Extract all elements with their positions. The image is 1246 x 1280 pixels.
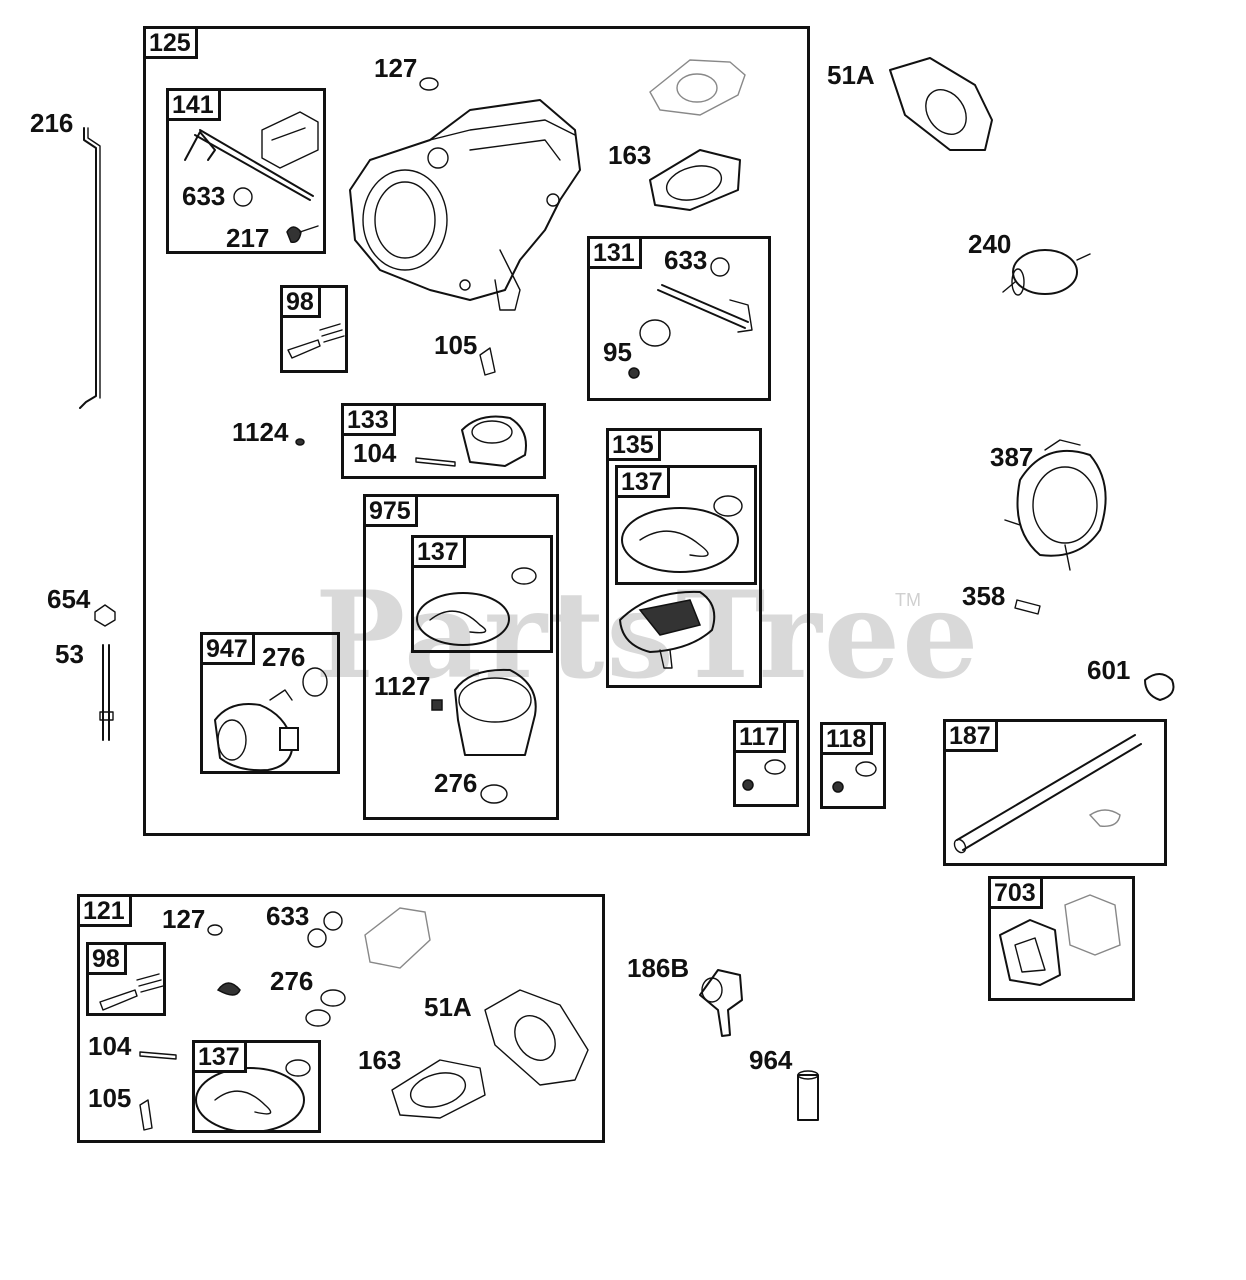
label-1127: 1127 bbox=[374, 671, 431, 701]
label-601: 601 bbox=[1087, 655, 1131, 685]
nut-654-drawing bbox=[94, 604, 116, 627]
box-121-label: 121 bbox=[80, 897, 132, 927]
rod-216-drawing bbox=[79, 127, 97, 409]
label-633-kit: 633 bbox=[266, 901, 310, 931]
label-276-kit: 276 bbox=[270, 966, 314, 996]
box-947-label: 947 bbox=[203, 635, 255, 665]
gasket-51a-drawing bbox=[889, 57, 993, 151]
tube-964-drawing bbox=[797, 1074, 819, 1121]
box-131: 131 bbox=[587, 236, 771, 401]
shutoff-valve-186b-drawing bbox=[699, 969, 743, 1037]
label-53: 53 bbox=[55, 639, 84, 669]
label-964: 964 bbox=[749, 1045, 793, 1075]
box-137-in-135: 137 bbox=[615, 465, 757, 585]
box-98-top-label: 98 bbox=[283, 288, 321, 318]
label-95: 95 bbox=[603, 337, 632, 367]
label-104-kit: 104 bbox=[88, 1031, 132, 1061]
box-187: 187 bbox=[943, 719, 1167, 866]
box-137-in-975: 137 bbox=[411, 535, 553, 653]
label-387: 387 bbox=[990, 442, 1034, 472]
watermark-trademark: TM bbox=[895, 590, 921, 610]
label-358: 358 bbox=[962, 581, 1006, 611]
box-117: 117 bbox=[733, 720, 799, 807]
label-105-kit: 105 bbox=[88, 1083, 132, 1113]
box-141: 141 bbox=[166, 88, 326, 254]
box-137-kit-label: 137 bbox=[195, 1043, 247, 1073]
label-217: 217 bbox=[226, 223, 270, 253]
box-98-top: 98 bbox=[280, 285, 348, 373]
label-51a-kit: 51A bbox=[424, 992, 472, 1022]
box-137-kit: 137 bbox=[192, 1040, 321, 1133]
box-135: 135 bbox=[606, 428, 762, 688]
label-240: 240 bbox=[968, 229, 1012, 259]
label-104-top: 104 bbox=[353, 438, 397, 468]
box-703: 703 bbox=[988, 876, 1135, 1001]
box-187-label: 187 bbox=[946, 722, 998, 752]
label-127-top: 127 bbox=[374, 53, 418, 83]
label-654: 654 bbox=[47, 584, 91, 614]
box-133: 133 bbox=[341, 403, 546, 479]
box-141-label: 141 bbox=[169, 91, 221, 121]
label-163-kit: 163 bbox=[358, 1045, 402, 1075]
box-118-label: 118 bbox=[823, 725, 874, 755]
screw-358-drawing bbox=[1014, 599, 1041, 615]
box-121: 121 bbox=[77, 894, 605, 1143]
clamp-601-drawing bbox=[1144, 673, 1175, 701]
label-276-a: 276 bbox=[262, 642, 306, 672]
label-163-top: 163 bbox=[608, 140, 652, 170]
label-105-top: 105 bbox=[434, 330, 478, 360]
label-216: 216 bbox=[30, 108, 74, 138]
box-137-in-975-label: 137 bbox=[414, 538, 466, 568]
label-633-a: 633 bbox=[182, 181, 226, 211]
box-125: 125 bbox=[143, 26, 810, 836]
box-133-label: 133 bbox=[344, 406, 396, 436]
box-137-in-135-label: 137 bbox=[618, 468, 670, 498]
label-633-b: 633 bbox=[664, 245, 708, 275]
box-125-label: 125 bbox=[146, 29, 198, 59]
box-703-label: 703 bbox=[991, 879, 1043, 909]
label-186b: 186B bbox=[627, 953, 690, 983]
box-947: 947 bbox=[200, 632, 340, 774]
label-1124: 1124 bbox=[232, 417, 289, 447]
box-135-label: 135 bbox=[609, 431, 661, 461]
fuel-filter-240-drawing bbox=[1002, 249, 1091, 296]
box-975: 975 bbox=[363, 494, 559, 820]
box-975-label: 975 bbox=[366, 497, 418, 527]
box-117-label: 117 bbox=[736, 723, 787, 753]
box-118: 118 bbox=[820, 722, 886, 809]
box-98-kit-label: 98 bbox=[89, 945, 127, 975]
box-98-kit: 98 bbox=[86, 942, 166, 1016]
label-276-b: 276 bbox=[434, 768, 478, 798]
label-127-kit: 127 bbox=[162, 904, 206, 934]
box-131-label: 131 bbox=[590, 239, 642, 269]
stud-53-drawing bbox=[102, 644, 110, 741]
label-51a-top: 51A bbox=[827, 60, 875, 90]
